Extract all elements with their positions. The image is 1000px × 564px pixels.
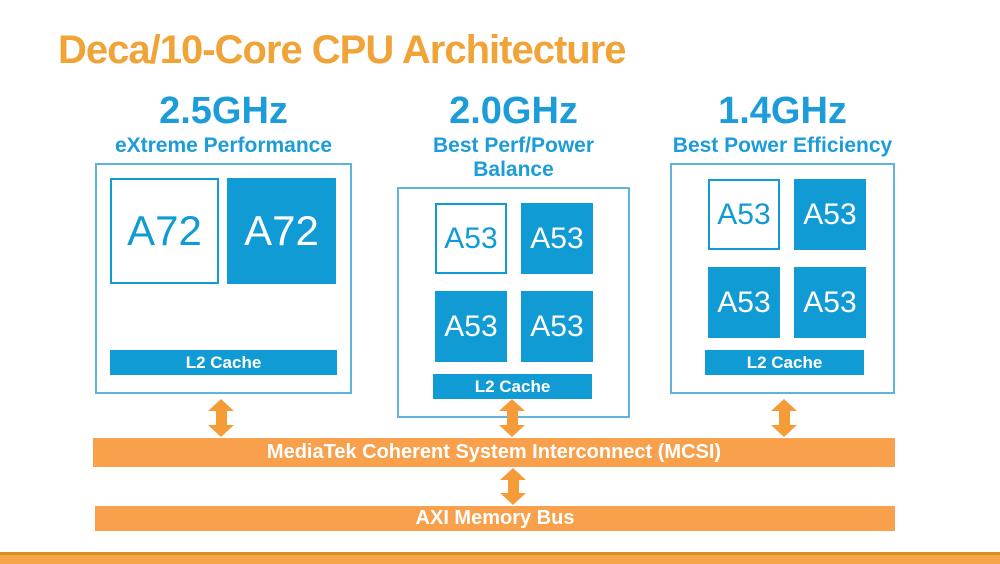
- arrow-head-down: [499, 425, 525, 437]
- arrow-shaft: [215, 411, 227, 425]
- cluster-subtitle: Best Power Efficiency: [672, 134, 893, 157]
- cpu-core-a53: A53: [521, 203, 593, 274]
- page-title: Deca/10-Core CPU Architecture: [58, 28, 627, 72]
- l2-cache-bar: L2 Cache: [110, 350, 337, 375]
- cpu-core-a53: A53: [435, 291, 507, 362]
- mcsi-bus-bar: MediaTek Coherent System Interconnect (M…: [93, 438, 895, 467]
- bottom-accent-strip: [0, 552, 1000, 564]
- cluster-frequency: 2.5GHz: [159, 90, 288, 132]
- arrow-head-up: [208, 399, 234, 411]
- l2-cache-bar: L2 Cache: [705, 350, 864, 375]
- cluster-box: A72 A72 L2 Cache: [95, 163, 352, 394]
- cluster-frequency: 1.4GHz: [718, 90, 847, 132]
- cluster-box: A53 A53 A53 A53 L2 Cache: [670, 163, 895, 394]
- cluster-box: A53 A53 A53 A53 L2 Cache: [397, 187, 630, 418]
- arrow-shaft: [778, 411, 790, 425]
- cpu-core-a53: A53: [435, 203, 507, 274]
- bidirectional-arrow-icon: [499, 399, 525, 437]
- arrow-shaft: [507, 480, 519, 493]
- bidirectional-arrow-icon: [500, 468, 526, 505]
- bidirectional-arrow-icon: [208, 399, 234, 437]
- arrow-head-up: [499, 399, 525, 411]
- cpu-core-a53: A53: [794, 179, 866, 250]
- bidirectional-arrow-icon: [771, 399, 797, 437]
- cpu-core-a53: A53: [708, 179, 780, 250]
- cluster-subtitle: Best Perf/Power Balance: [432, 134, 595, 181]
- cpu-core-a72: A72: [227, 178, 336, 284]
- cluster-frequency: 2.0GHz: [449, 90, 578, 132]
- arrow-shaft: [506, 411, 518, 425]
- arrow-head-up: [771, 399, 797, 411]
- arrow-head-up: [500, 468, 526, 480]
- cluster-subtitle: eXtreme Performance: [114, 134, 333, 157]
- cpu-core-a53: A53: [521, 291, 593, 362]
- l2-cache-bar: L2 Cache: [433, 374, 592, 399]
- arrow-head-down: [500, 493, 526, 505]
- arrow-head-down: [771, 425, 797, 437]
- cpu-core-a72: A72: [110, 178, 219, 284]
- arrow-head-down: [208, 425, 234, 437]
- cpu-cluster-a72: 2.5GHz eXtreme Performance A72 A72 L2 Ca…: [95, 88, 352, 394]
- cpu-core-a53: A53: [708, 267, 780, 338]
- cpu-cluster-a53-balance: 2.0GHz Best Perf/Power Balance A53 A53 A…: [397, 88, 630, 418]
- cpu-core-a53: A53: [794, 267, 866, 338]
- cpu-cluster-a53-efficiency: 1.4GHz Best Power Efficiency A53 A53 A53…: [670, 88, 895, 394]
- axi-memory-bus-bar: AXI Memory Bus: [95, 506, 895, 531]
